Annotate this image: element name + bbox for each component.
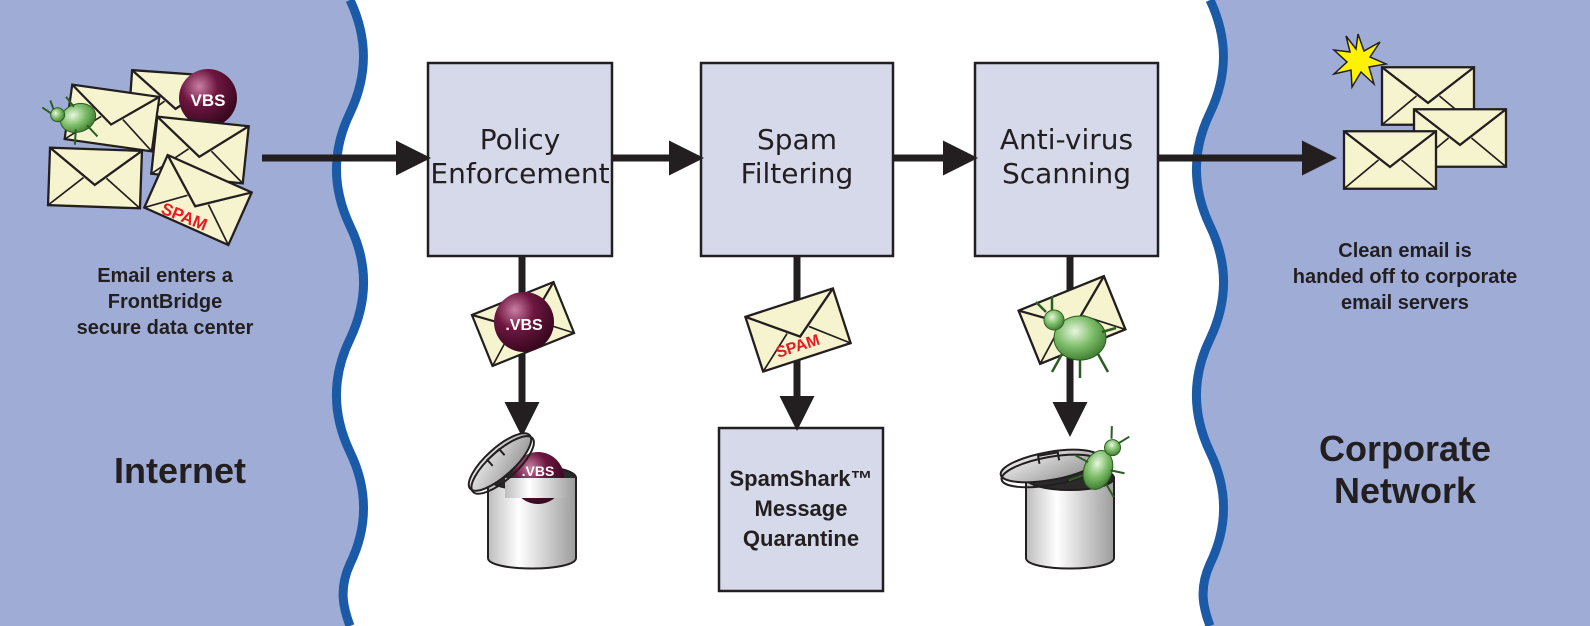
dropped-vbs-envelope: .VBS xyxy=(470,280,576,368)
vbs-badge-trash: .VBS xyxy=(522,463,555,479)
dropped-virus-envelope xyxy=(1017,274,1127,378)
incoming-email-pile: VBS SPAM xyxy=(41,68,253,247)
stage-label-antivirus: Anti-virus Scanning xyxy=(999,123,1134,190)
dropped-spam-envelope: SPAM xyxy=(744,287,852,373)
internet-caption: Email enters a FrontBridge secure data c… xyxy=(76,265,254,339)
vbs-ball-icon xyxy=(179,69,237,127)
internet-zone-title: Internet xyxy=(113,450,246,491)
vbs-badge-drop: .VBS xyxy=(505,317,543,334)
starburst-icon xyxy=(1331,33,1389,90)
quarantine-box xyxy=(717,426,885,593)
corporate-zone-title: Corporate Network xyxy=(1318,428,1492,511)
stage-label-policy: Policy Enforcement xyxy=(430,123,610,190)
trash-can-antivirus xyxy=(999,426,1130,570)
corporate-zone-border xyxy=(1192,0,1228,626)
bug-icon xyxy=(1035,296,1117,378)
stage-label-spam: Spam Filtering xyxy=(740,123,854,190)
corporate-caption: Clean email is handed off to corporate e… xyxy=(1292,240,1518,314)
quarantine-label: SpamShark™ Message Quarantine xyxy=(729,466,873,551)
internet-zone-border xyxy=(332,0,368,626)
vbs-badge-top: VBS xyxy=(191,91,226,110)
stage-box-policy xyxy=(426,61,614,258)
clean-email-pile xyxy=(1331,33,1508,190)
bug-icon xyxy=(41,96,99,145)
trash-can-policy: .VBS xyxy=(467,432,577,570)
bug-icon xyxy=(1068,426,1130,498)
vbs-ball-icon xyxy=(494,292,554,352)
